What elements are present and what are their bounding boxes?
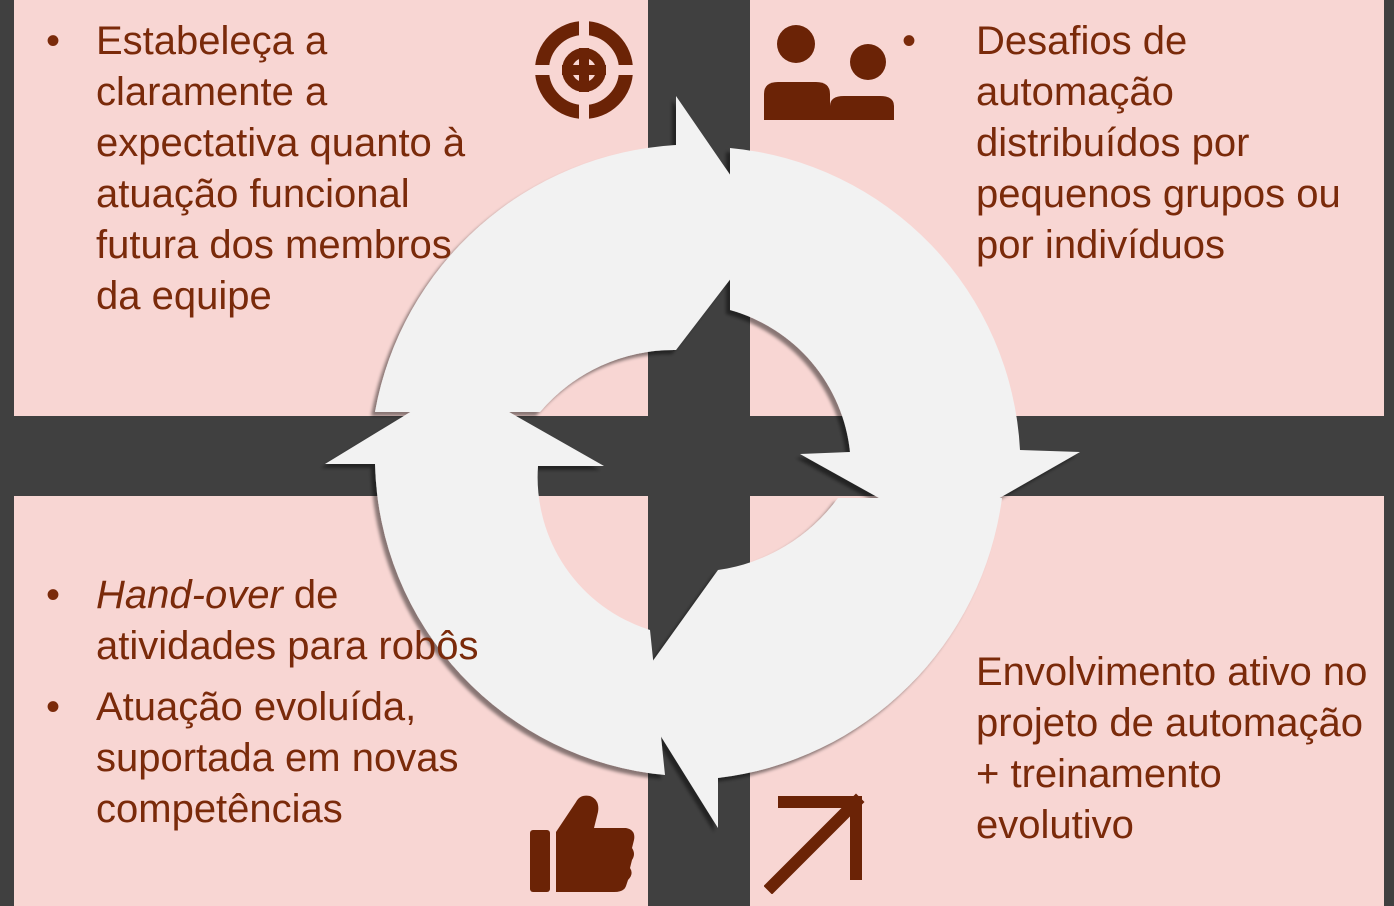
target-icon	[530, 18, 638, 122]
hand-over-term: Hand-over	[96, 573, 283, 617]
top-right-bullet: Desafios de automação distribuídos por p…	[880, 16, 1380, 271]
top-left-bullet: Estabeleça a claramente a expectativa qu…	[24, 16, 494, 322]
bottom-left-text: Hand-over de atividades para robôs Atuaç…	[24, 570, 514, 835]
bottom-left-bullet-2: Atuação evoluída, suportada em novas com…	[24, 682, 514, 835]
cycle-arrow-right	[730, 148, 1080, 532]
top-left-text: Estabeleça a claramente a expectativa qu…	[24, 16, 494, 322]
top-right-text: Desafios de automação distribuídos por p…	[880, 16, 1380, 271]
bottom-right-text: Envolvimento ativo no projeto de automaç…	[976, 650, 1368, 847]
cycle-arrow-top	[375, 96, 768, 412]
cycle-arrow-bottom	[632, 498, 1002, 828]
bottom-left-bullet-1-rest: de atividades para robôs	[96, 573, 479, 668]
people-icon	[764, 25, 894, 120]
arrow-up-right-icon	[764, 793, 865, 894]
thumbs-up-icon	[530, 795, 635, 892]
bottom-left-bullet-1: Hand-over de atividades para robôs	[24, 570, 514, 672]
